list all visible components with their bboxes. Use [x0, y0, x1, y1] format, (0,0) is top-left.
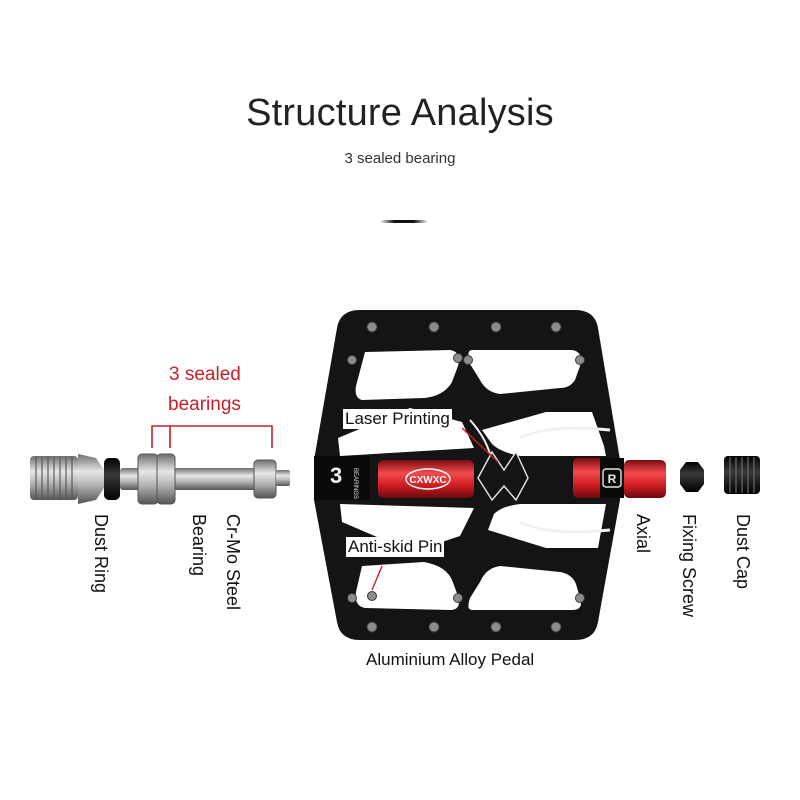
emblem-mark: R — [608, 472, 617, 486]
page-title: Structure Analysis — [246, 92, 554, 134]
axial-label: Axial — [633, 514, 653, 554]
axle-end-collar — [600, 458, 624, 498]
sealed-bearings-label-line1: 3 sealed — [169, 364, 241, 385]
bearing-count-mark: 3 — [330, 463, 342, 488]
sealed-bearings-label-line2: bearings — [168, 394, 241, 415]
dust-ring-label: Dust Ring — [91, 514, 111, 594]
axial-part — [624, 460, 666, 498]
anti-skid-pin-label: Anti-skid Pin — [346, 537, 445, 557]
cr-mo-steel-label: Cr-Mo Steel — [223, 514, 243, 611]
axle-collar — [314, 456, 370, 500]
bearing-3 — [253, 459, 277, 499]
bearing-word-mark: BEARINGS — [352, 468, 358, 499]
anti-skid-leader — [371, 565, 383, 591]
laser-printing-label: Laser Printing — [343, 409, 452, 429]
brand-mark: CXWXC — [409, 475, 446, 486]
bearing-2 — [156, 453, 176, 505]
center-emblem — [477, 450, 529, 502]
bearing-label: Bearing — [189, 514, 209, 577]
dust-cap-label: Dust Cap — [733, 514, 753, 590]
bearing-1 — [137, 453, 159, 505]
page-subtitle: 3 sealed bearing — [344, 150, 456, 167]
spindle-tip — [276, 470, 290, 486]
laser-printing-leader — [461, 427, 499, 463]
pedal-body-label: Aluminium Alloy Pedal — [366, 650, 535, 669]
axle-end-red — [573, 458, 603, 498]
bearing-bracket — [151, 425, 273, 448]
brand-oval — [405, 468, 451, 490]
dust-ring-part — [104, 458, 120, 500]
axle-tube — [378, 460, 474, 498]
title-divider — [380, 220, 428, 223]
fixing-screw-part — [680, 462, 704, 492]
spindle-shoulder — [78, 454, 104, 504]
fixing-screw-label: Fixing Screw — [679, 514, 699, 618]
emblem-frame — [602, 468, 622, 488]
dust-cap-part — [724, 456, 760, 494]
spindle-thread — [30, 456, 78, 500]
